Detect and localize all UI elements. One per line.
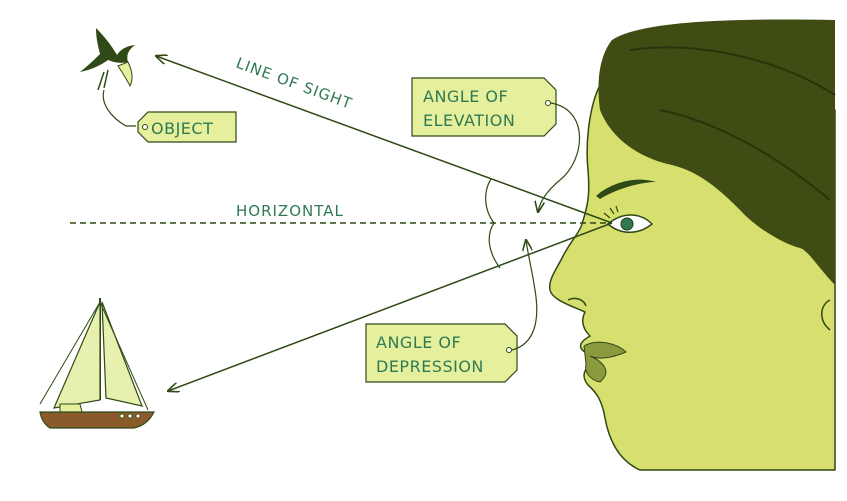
sailboat-icon <box>39 298 155 429</box>
object-label: OBJECT <box>151 119 213 138</box>
hair-wrap <box>598 19 835 286</box>
elevation-angle-arc <box>485 178 495 224</box>
face-illustration <box>548 19 836 471</box>
angle-of-depression-tag: ANGLE OF DEPRESSION <box>365 240 538 383</box>
eyebrow <box>596 179 656 199</box>
hair-fold-1 <box>629 46 836 96</box>
bird-icon <box>80 28 135 91</box>
elevation-label-line1: ANGLE OF <box>423 87 508 106</box>
lips <box>583 341 627 383</box>
object-tag: OBJECT <box>102 89 237 143</box>
line-of-sight-to-object <box>156 56 613 224</box>
eye-iris <box>620 217 634 231</box>
depression-label-line1: ANGLE OF <box>376 333 461 352</box>
ear <box>821 299 831 331</box>
angle-of-elevation-tag: ANGLE OF ELEVATION <box>411 77 581 212</box>
depression-angle-arc <box>488 222 501 269</box>
elevation-label-line2: ELEVATION <box>423 111 515 130</box>
depression-label-line2: DEPRESSION <box>376 357 484 376</box>
horizontal-label: HORIZONTAL <box>236 202 344 220</box>
line-of-sight-to-boat <box>168 222 613 391</box>
hair-fold-2 <box>659 109 831 201</box>
nostril <box>567 297 587 307</box>
line-of-sight-label: LINE OF SIGHT <box>234 54 355 113</box>
eyelashes <box>603 205 619 219</box>
